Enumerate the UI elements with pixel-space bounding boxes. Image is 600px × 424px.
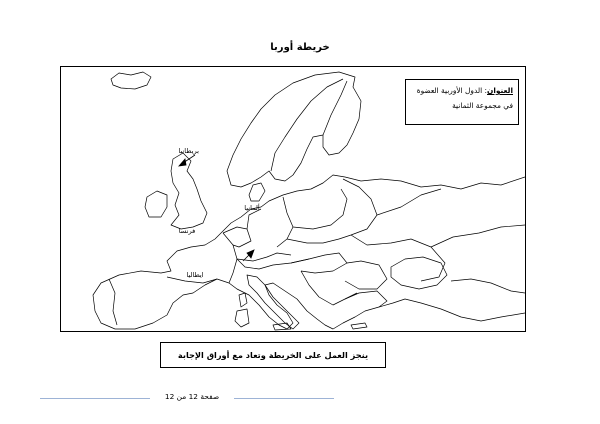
czech-slovakia: [286, 238, 340, 244]
germany-south-border: [236, 252, 292, 262]
legend-label: العنوان: [487, 86, 513, 95]
poland-border: [292, 188, 348, 230]
arrow-italy-head: [246, 249, 255, 259]
scandinavia: [226, 71, 362, 188]
germany-west-border: [246, 208, 262, 230]
page-number: صفحة 12 من 12: [164, 392, 220, 401]
sicily: [272, 322, 292, 331]
label-france: فرنسا: [179, 227, 196, 235]
hungary: [290, 252, 348, 274]
legend-text-1: : الدول الأوربية العضوة: [416, 86, 488, 95]
denmark: [248, 182, 266, 202]
ukraine: [350, 234, 446, 282]
great-britain: [170, 152, 208, 230]
legend-line-1: العنوان: الدول الأوربية العضوة: [410, 83, 513, 98]
norway-sweden-border: [270, 78, 344, 172]
sardinia: [234, 308, 250, 328]
mainland-coast: [92, 174, 525, 330]
balkans: [300, 270, 358, 306]
page-title: خريطة أوربا: [270, 42, 330, 53]
footer-line-left: [40, 398, 150, 399]
corsica: [238, 292, 248, 308]
benelux-borders: [222, 226, 252, 248]
romania: [344, 260, 388, 290]
sweden-finland-border: [322, 80, 348, 136]
bulgaria-greece: [344, 290, 388, 308]
legend-box: العنوان: الدول الأوربية العضوة في مجموعة…: [405, 79, 519, 125]
legend-line-2: في مجموعة الثمانية: [452, 101, 513, 110]
italy-peninsula: [246, 274, 300, 330]
label-britain: بريطانيا: [178, 147, 199, 155]
label-germany: ألمانيا: [244, 203, 260, 212]
ireland: [144, 190, 168, 218]
caucasus: [450, 278, 525, 294]
footer-line-right: [234, 398, 334, 399]
europe-map-outline: بريطانيا ألمانيا فرنسا ايطاليا: [92, 71, 525, 331]
black-sea: [390, 256, 448, 290]
spain-portugal-border: [108, 278, 118, 326]
russia-west: [376, 188, 442, 216]
label-italy: ايطاليا: [186, 271, 203, 279]
france-spain-border: [166, 276, 218, 284]
france-east-border: [222, 232, 238, 284]
instruction-box: ينجز العمل على الخريطة وتعاد مع أوراق ال…: [160, 342, 386, 368]
russia-south: [430, 224, 525, 248]
crete: [350, 322, 368, 330]
iceland: [110, 71, 152, 90]
arrow-britain-head: [178, 158, 187, 167]
